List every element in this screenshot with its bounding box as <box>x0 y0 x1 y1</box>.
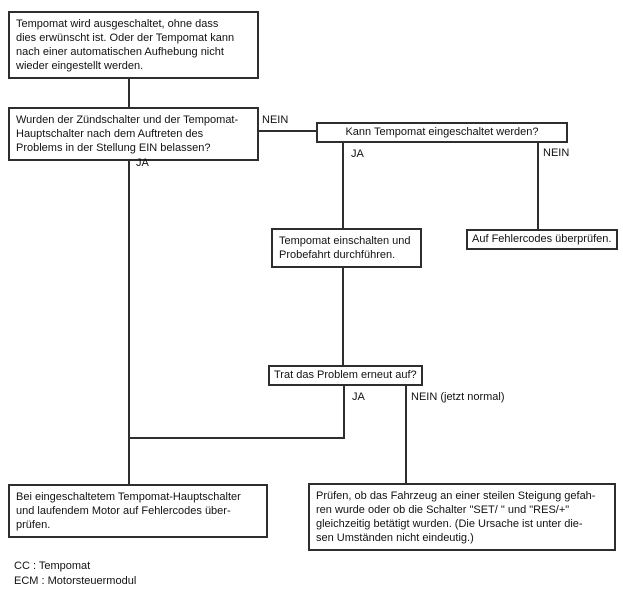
flow-node-question-switches-left-on: Wurden der Zündschalter und der Tempomat… <box>8 107 259 161</box>
edge-q-engage-ja-down <box>342 141 344 229</box>
legend-cc-abbreviation: CC : Tempomat <box>14 560 91 572</box>
branch-label-ja-recurred: JA <box>352 391 365 403</box>
legend-ecm-abbreviation: ECM : Motorsteuermodul <box>14 575 137 587</box>
flow-node-question-cruise-engages: Kann Tempomat eingeschaltet werden? <box>316 122 568 143</box>
branch-label-nein-engage: NEIN <box>543 147 570 159</box>
edge-q-recur-ja-down <box>343 385 345 439</box>
edge-q-recur-nein-down <box>405 385 407 484</box>
edge-q-switches-ja-down <box>128 153 130 485</box>
edge-q-recur-ja-merge <box>128 437 345 439</box>
flow-node-problem-description: Tempomat wird ausgeschaltet, ohne dass d… <box>8 11 259 79</box>
edge-problem-to-q-switches <box>128 78 130 107</box>
flow-node-question-problem-recurred: Trat das Problem erneut auf? <box>268 365 423 386</box>
edge-test-drive-to-q-recur <box>342 266 344 365</box>
edge-q-switches-nein-right <box>259 130 316 132</box>
flow-node-enable-test-drive: Tempomat einschalten und Probefahrt durc… <box>271 228 422 268</box>
branch-label-nein-recurred: NEIN (jetzt normal) <box>411 391 505 403</box>
branch-label-ja-engage: JA <box>351 148 364 160</box>
edge-q-engage-nein-down <box>537 141 539 230</box>
flow-node-check-steep-hill-switches: Prüfen, ob das Fahrzeug an einer steilen… <box>308 483 616 551</box>
branch-label-ja-switches: JA <box>136 157 149 169</box>
flow-node-check-codes-engine-running: Bei eingeschaltetem Tempomat-Hauptschalt… <box>8 484 268 538</box>
flow-node-check-fault-codes: Auf Fehlercodes überprüfen. <box>466 229 618 250</box>
branch-label-nein-switches: NEIN <box>262 114 289 126</box>
